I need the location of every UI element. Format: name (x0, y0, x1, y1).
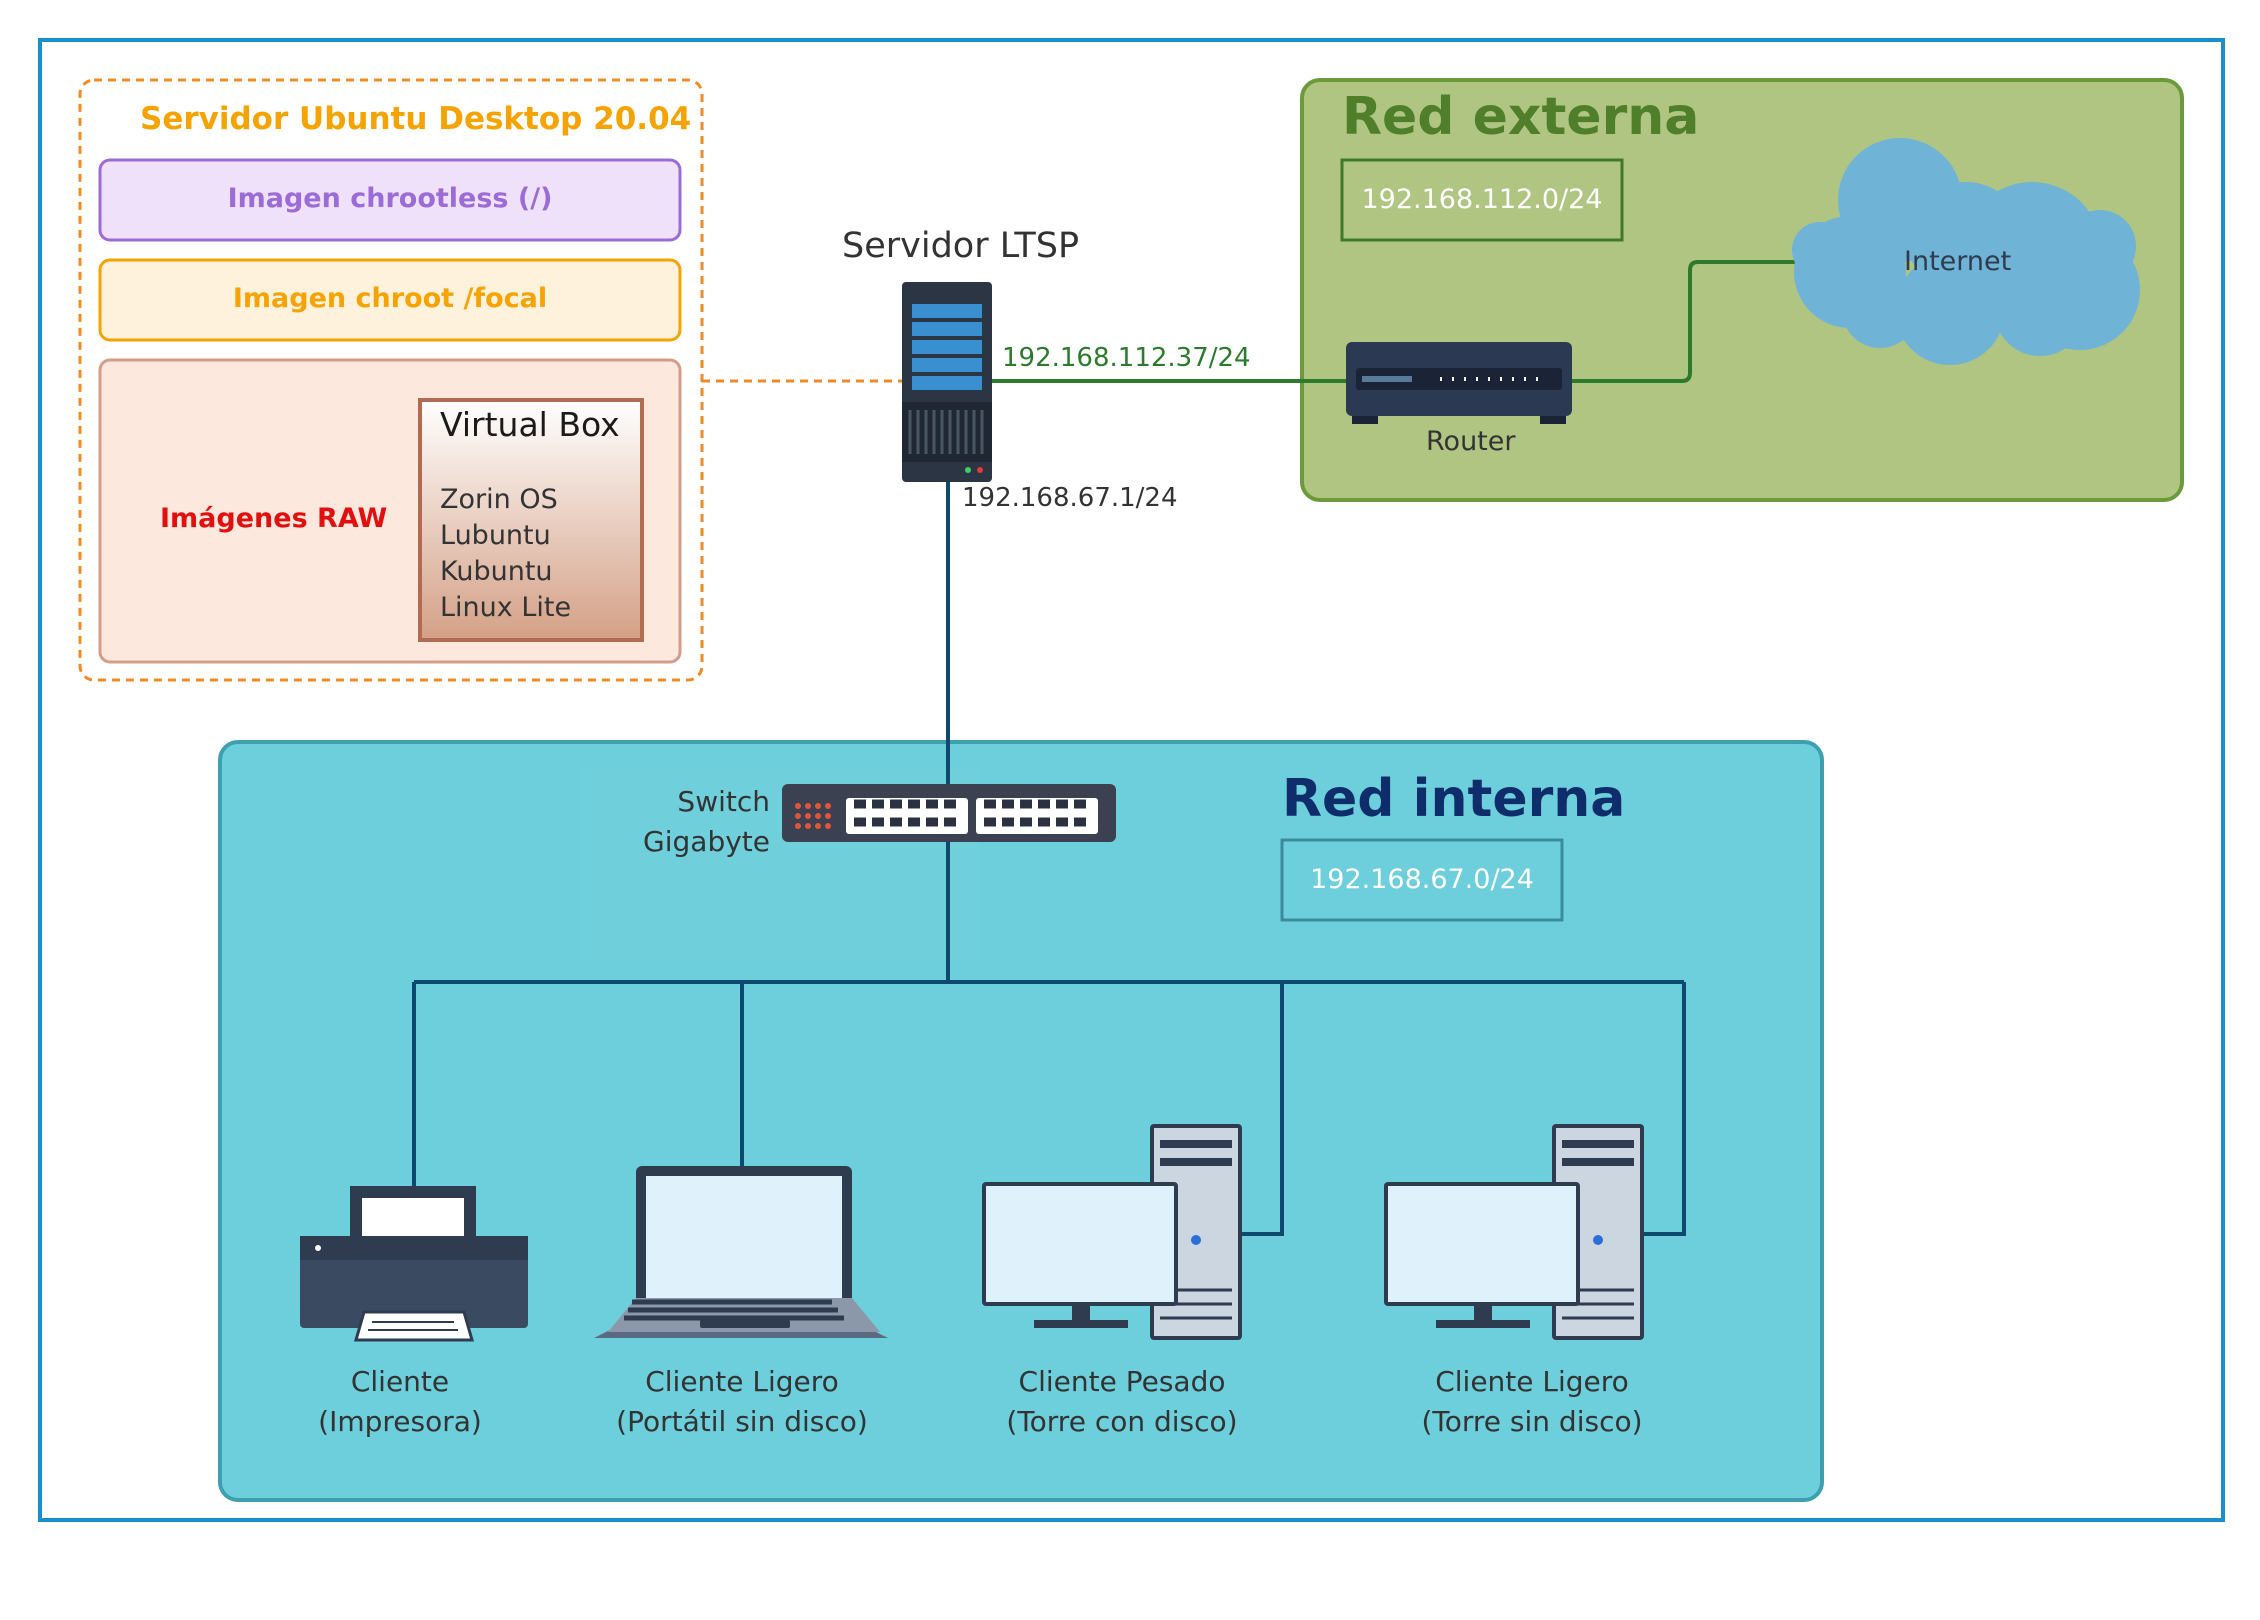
client-laptop-name: Cliente Ligero (645, 1365, 839, 1398)
router-label: Router (1426, 426, 1516, 457)
chrootless-label: Imagen chrootless (/) (227, 183, 553, 214)
virtualbox-box (418, 398, 644, 642)
tower-pc-light-icon (1384, 1124, 1644, 1340)
virtualbox-item: Lubuntu (440, 520, 551, 551)
ltsp-server-icon (902, 282, 992, 482)
tower-pc-heavy-icon (982, 1124, 1242, 1340)
ltsp-ip-internal: 192.168.67.1/24 (962, 483, 1178, 513)
laptop-icon (594, 1166, 888, 1338)
switch-icon (782, 784, 1116, 842)
external-subnet-box (1340, 158, 1624, 242)
outer-frame (38, 38, 2225, 1522)
external-net-title: Red externa (1342, 87, 1700, 147)
internal-subnet-label: 192.168.67.0/24 (1310, 864, 1534, 895)
virtualbox-item: Kubuntu (440, 556, 553, 587)
client-laptop-detail: (Portátil sin disco) (616, 1405, 868, 1438)
printer-icon (300, 1186, 528, 1342)
chroot-label: Imagen chroot /focal (232, 283, 548, 314)
virtualbox-item: Zorin OS (440, 484, 558, 515)
switch-label: Gigabyte (643, 825, 770, 858)
router-icon (1346, 342, 1572, 424)
internal-net-title: Red interna (1282, 769, 1626, 829)
internet-cloud-icon (1792, 138, 2140, 365)
client-tower-heavy-detail: (Torre con disco) (1006, 1405, 1238, 1438)
client-printer-name: Cliente (350, 1365, 450, 1398)
internet-label: Internet (1904, 246, 2012, 277)
chroot-box (98, 258, 682, 342)
ltsp-ip-external: 192.168.112.37/24 (1002, 343, 1251, 373)
client-tower-light-name: Cliente Ligero (1435, 1365, 1629, 1398)
internal-subnet-box (1280, 838, 1564, 922)
raw-images-label: Imágenes RAW (160, 503, 388, 534)
client-tower-light-detail: (Torre sin disco) (1421, 1405, 1643, 1438)
client-tower-heavy-name: Cliente Pesado (1018, 1365, 1226, 1398)
router-to-internet-link (1572, 260, 1808, 383)
external-subnet-label: 192.168.112.0/24 (1361, 184, 1603, 215)
virtualbox-item: Linux Lite (440, 592, 572, 623)
bus-to-tower1-link (1242, 982, 1284, 1236)
virtualbox-title: Virtual Box (440, 405, 620, 444)
ltsp-title: Servidor LTSP (842, 226, 1080, 266)
server-ubuntu-title: Servidor Ubuntu Desktop 20.04 (140, 101, 692, 137)
client-printer-detail: (Impresora) (318, 1405, 482, 1438)
switch-label: Switch (677, 785, 770, 818)
bus-to-tower2-link (1644, 982, 1686, 1236)
chrootless-box (98, 158, 682, 242)
switch-to-clients-bus (414, 840, 1684, 984)
